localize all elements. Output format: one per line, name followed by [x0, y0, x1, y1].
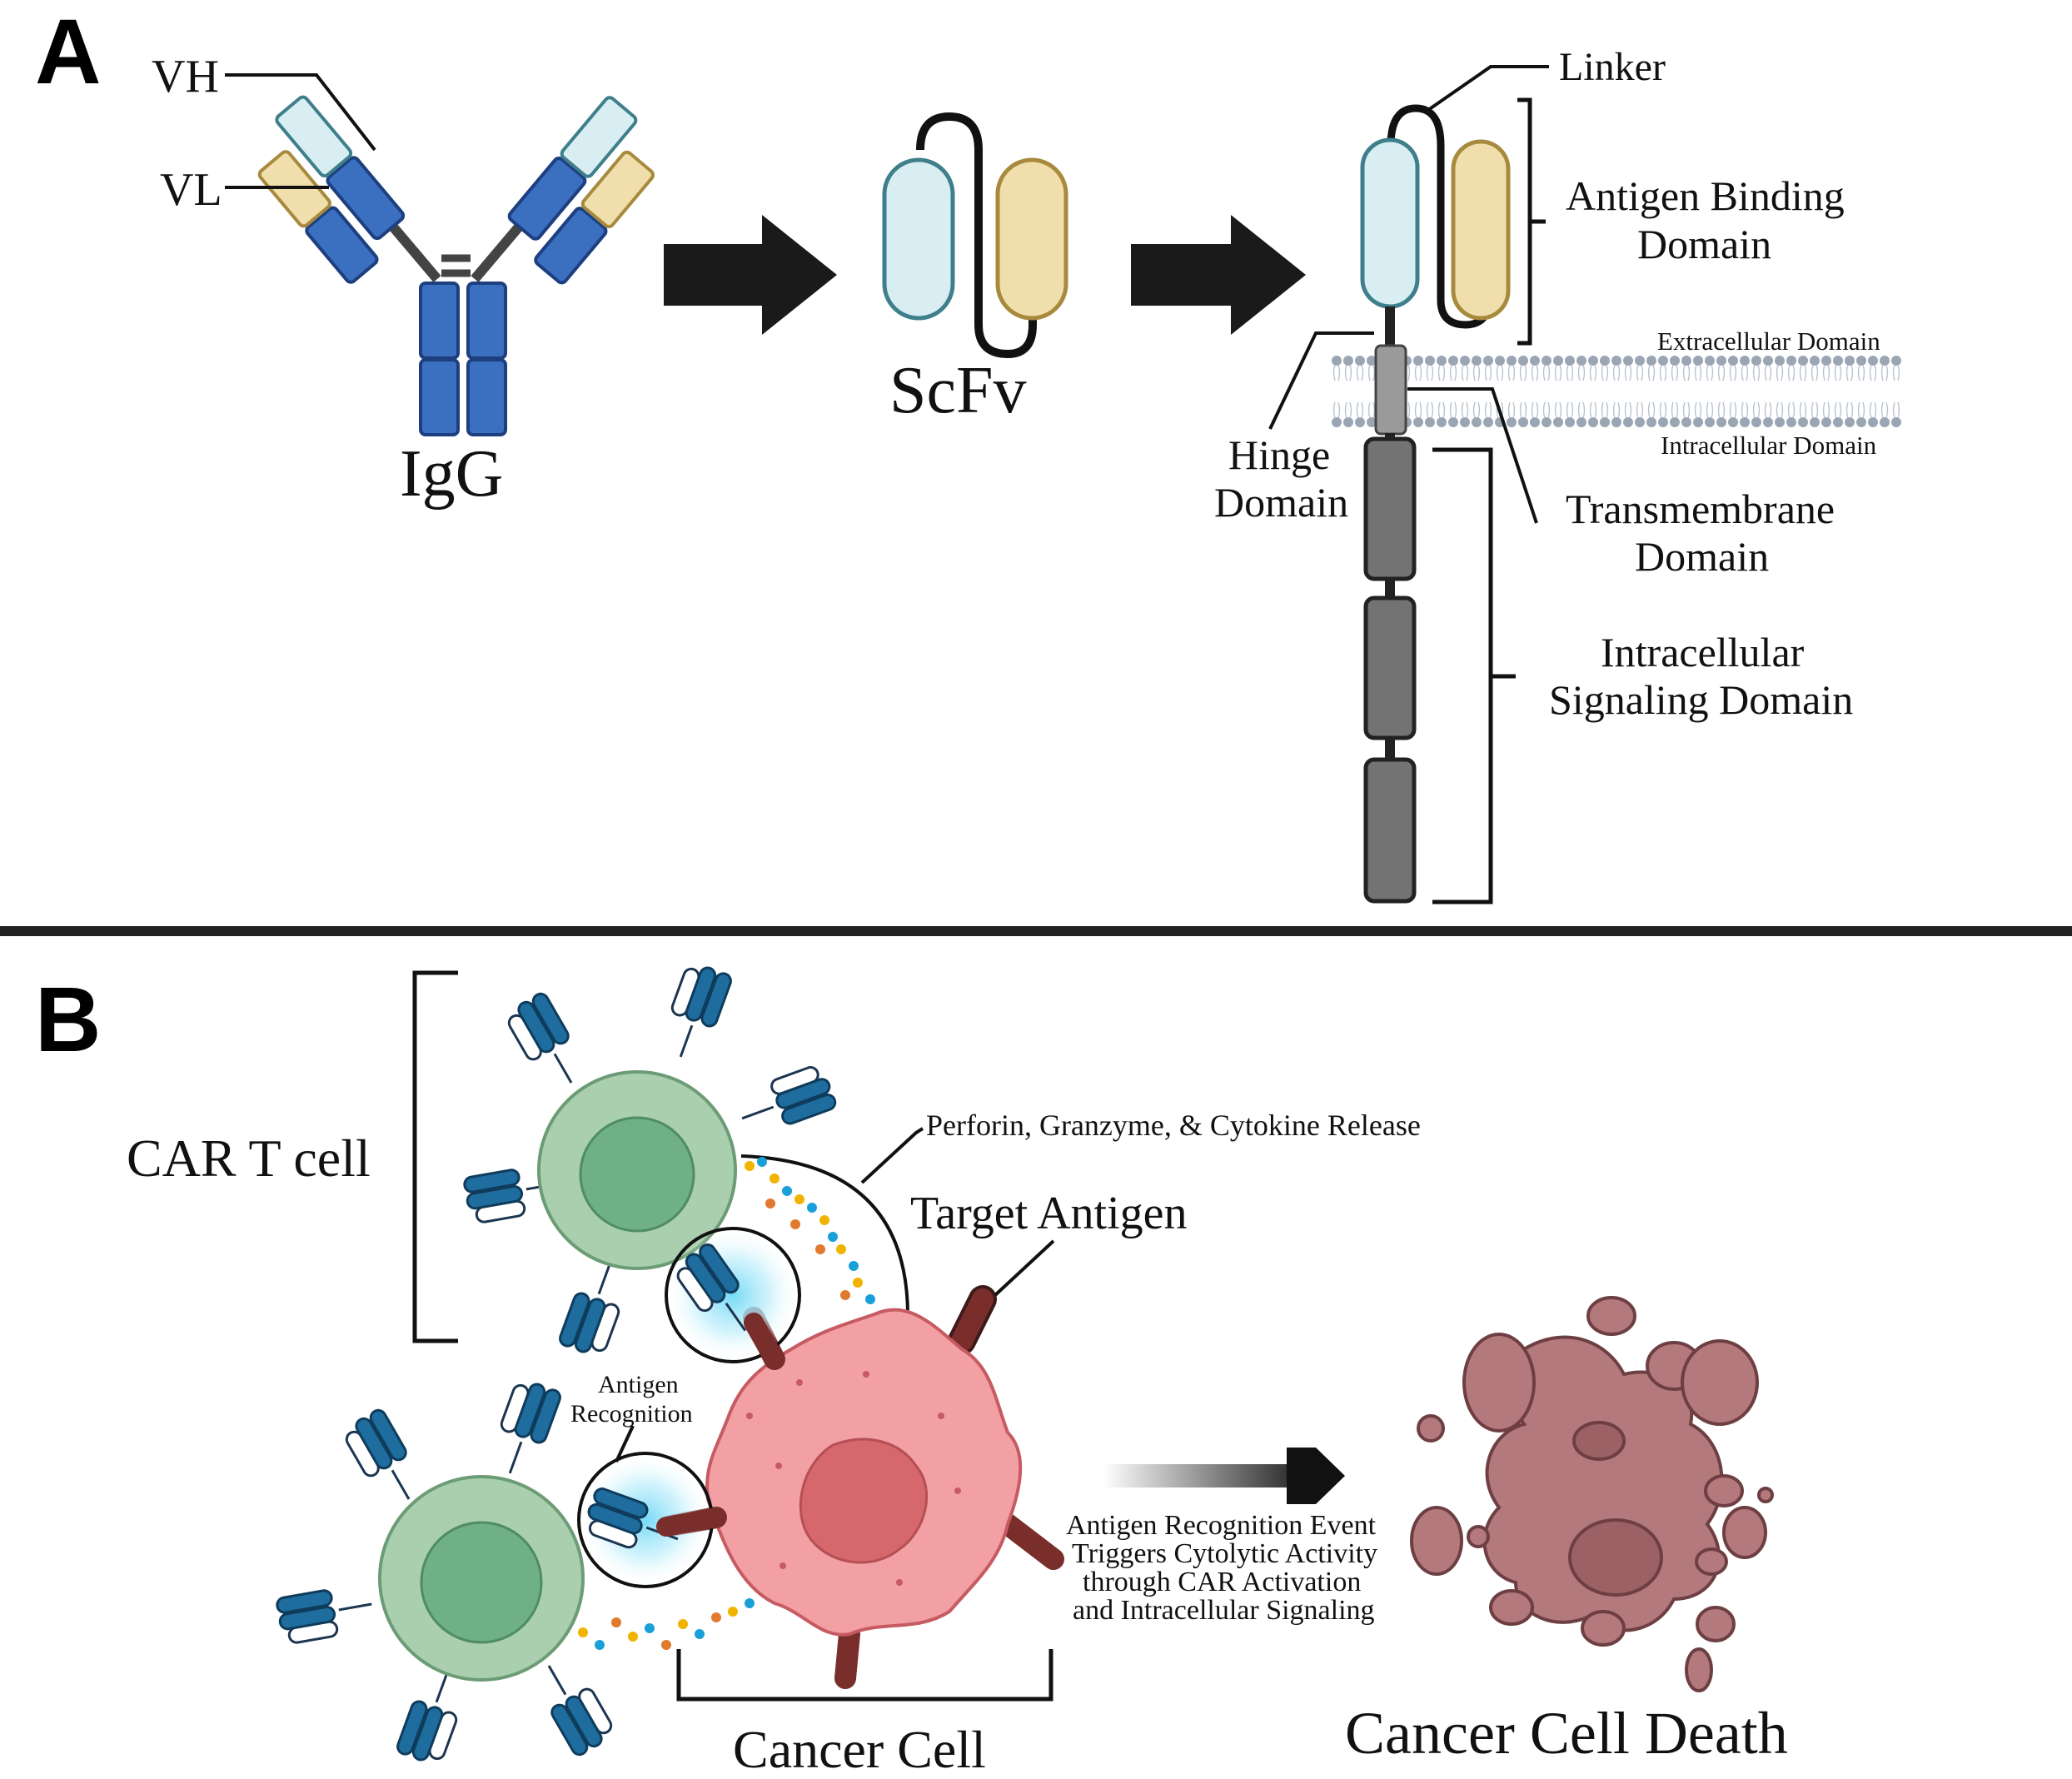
- antigen-binding-label-2: Domain: [1637, 221, 1771, 267]
- target-antigen-label: Target Antigen: [910, 1188, 1188, 1239]
- igg-heavy-chain-stem: [419, 282, 460, 360]
- transmembrane-label-1: Transmembrane: [1566, 486, 1835, 532]
- release-label: Perforin, Granzyme, & Cytokine Release: [926, 1109, 1421, 1142]
- antigen-recognition-label-1: Antigen: [598, 1371, 679, 1398]
- signaling-domain-2: [1363, 595, 1417, 740]
- scfv-label: ScFv: [889, 354, 1027, 427]
- signaling-label-1: Intracellular: [1601, 629, 1805, 675]
- vh-label: VH: [152, 51, 219, 102]
- hinge-label-2: Domain: [1214, 479, 1348, 526]
- car-t-cell-lower: [274, 1375, 619, 1769]
- panel-b-letter: B: [35, 969, 101, 1071]
- igg-antibody: VH VL IgG: [152, 51, 655, 511]
- signaling-domain-3: [1363, 757, 1417, 904]
- car-t-cell-label: CAR T cell: [127, 1129, 371, 1188]
- signaling-domain-1: [1363, 436, 1417, 581]
- arrow-scfv-to-car: [1131, 215, 1306, 335]
- event-text-3: through CAR Activation: [1083, 1567, 1361, 1597]
- signaling-label-2: Signaling Domain: [1549, 676, 1853, 723]
- cancer-cell-label: Cancer Cell: [733, 1720, 986, 1779]
- panel-a-letter: A: [35, 1, 101, 103]
- antigen-recognition-zoom-lower: [577, 1452, 726, 1588]
- event-text-4: and Intracellular Signaling: [1073, 1595, 1375, 1626]
- car-t-cell-upper: [461, 959, 839, 1361]
- scfv: ScFv: [882, 112, 1068, 427]
- cell-membrane: [1331, 355, 1907, 428]
- cancer-cell-death-label: Cancer Cell Death: [1345, 1700, 1788, 1767]
- antigen-recognition-zoom-upper: [665, 1227, 801, 1369]
- linker-label: Linker: [1559, 45, 1666, 89]
- panel-divider: [0, 926, 2072, 936]
- transmembrane-label-2: Domain: [1635, 533, 1769, 580]
- intracellular-label: Intracellular Domain: [1661, 431, 1877, 460]
- scfv-vl-domain: [995, 157, 1068, 321]
- cytokine-particles: [578, 1157, 875, 1650]
- cancer-cell: [660, 1285, 1064, 1689]
- car-construct: Linker Antigen Binding Domain Extracellu…: [1214, 45, 1907, 904]
- event-text-2: Triggers Cytolytic Activity: [1072, 1538, 1377, 1569]
- antigen-recognition-label-2: Recognition: [570, 1400, 693, 1428]
- event-arrow-head: [1287, 1448, 1345, 1504]
- panel-b: B CAR T cell Perforin, Granzyme, & Cytok…: [35, 959, 1788, 1779]
- antigen-binding-label-1: Antigen Binding: [1566, 172, 1845, 219]
- igg-label: IgG: [400, 437, 503, 511]
- car-vh-domain: [1360, 137, 1420, 309]
- event-text-1: Antigen Recognition Event: [1066, 1510, 1377, 1541]
- arrow-igg-to-scfv: [664, 215, 837, 335]
- transmembrane-domain-shape: [1374, 344, 1407, 436]
- panel-a: A: [35, 1, 1907, 904]
- event-arrow-shaft: [1103, 1464, 1320, 1487]
- extracellular-label: Extracellular Domain: [1657, 326, 1880, 356]
- car-vl-domain: [1451, 139, 1511, 321]
- dead-cancer-cell: [1410, 1296, 1774, 1692]
- hinge-label-1: Hinge: [1228, 431, 1330, 478]
- vl-label: VL: [160, 164, 222, 216]
- scfv-vh-domain: [882, 157, 955, 321]
